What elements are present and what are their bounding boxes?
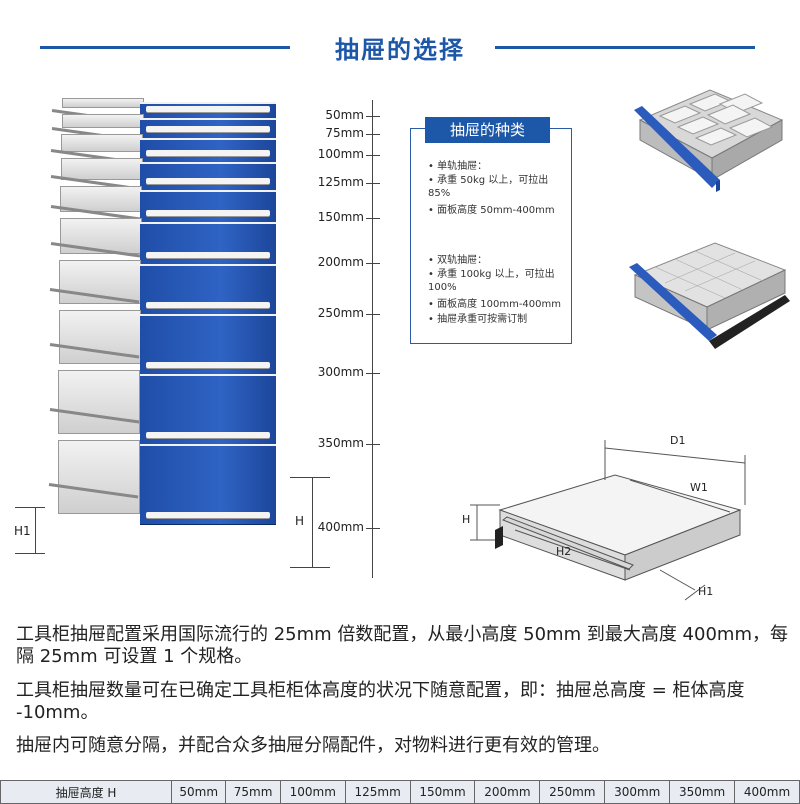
drawer-handle (146, 432, 270, 438)
scale-label: 150mm (317, 210, 364, 224)
drawer-front (140, 118, 276, 139)
drawer-front (140, 222, 276, 265)
drawer-side (60, 158, 143, 180)
scale-label: 300mm (317, 365, 364, 379)
table-cell: 250mm (539, 780, 606, 804)
drawer-side (61, 114, 144, 128)
single-rail-title: • 单轨抽屉： (428, 161, 488, 172)
diagram-d1-label: D1 (670, 434, 686, 447)
scale-label: 250mm (317, 306, 364, 320)
drawer-front (140, 162, 276, 191)
drawer-front (140, 102, 276, 119)
drawer-types-heading: 抽屉的种类 (425, 117, 550, 143)
scale-label: 350mm (317, 436, 364, 450)
scale-tick (366, 263, 380, 264)
table-cell: 400mm (734, 780, 800, 804)
scale-label: 75mm (325, 126, 364, 140)
scale-label: 125mm (317, 175, 364, 189)
table-cell: 125mm (344, 780, 411, 804)
scale-tick (366, 183, 380, 184)
title-rule-left (40, 46, 290, 49)
drawer-handle (146, 512, 270, 518)
drawer-front (140, 138, 276, 163)
page-title: 抽屉的选择 (335, 36, 465, 64)
height-scale: 50mm 75mm 100mm 125mm 150mm 200mm 250mm 300mm 35… (300, 90, 400, 600)
double-rail-title: • 双轨抽屉： (428, 255, 488, 266)
diagram-w1-label: W1 (690, 481, 708, 494)
double-rail-custom: • 抽屉承重可按需订制 (428, 314, 528, 325)
scale-tick (366, 314, 380, 315)
scale-axis (372, 100, 373, 578)
drawer-handle (146, 252, 270, 258)
diagram-h2-label: H2 (556, 545, 572, 558)
paragraph-divider-note: 抽屉内可随意分隔，并配合众多抽屉分隔配件，对物料进行更有效的管理。 (16, 735, 610, 756)
scale-label: 200mm (317, 255, 364, 269)
drawer-front (140, 374, 276, 445)
double-rail-height: • 面板高度 100mm-400mm (428, 299, 562, 310)
single-rail-height: • 面板高度 50mm-400mm (428, 205, 555, 216)
scale-tick (366, 444, 380, 445)
scale-label: 400mm (317, 520, 364, 534)
table-cell: 100mm (279, 780, 346, 804)
h1-label: H1 (14, 524, 31, 538)
table-cell: 200mm (474, 780, 541, 804)
scale-label: 100mm (317, 147, 364, 161)
drawer-side (57, 440, 140, 514)
drawer-side (61, 134, 143, 152)
scale-label: 50mm (325, 108, 364, 122)
drawer-handle (146, 150, 270, 156)
diagram-h1-label: H1 (698, 585, 714, 598)
h-label: H (295, 514, 305, 528)
scale-tick (366, 116, 380, 117)
drawer-handle (146, 362, 270, 368)
diagram-h-label: H (462, 513, 471, 526)
drawer-side (58, 370, 140, 434)
table-cell: 150mm (409, 780, 476, 804)
scale-tick (366, 373, 380, 374)
title-rule-right (495, 46, 755, 49)
table-header-cell: 抽屉高度 H (0, 780, 172, 804)
drawer-front (140, 444, 276, 525)
table-cell: 300mm (604, 780, 671, 804)
drawer-side (59, 260, 141, 304)
scale-tick (366, 218, 380, 219)
double-rail-load: • 承重 100kg 以上，可拉出 100% (428, 269, 555, 293)
drawer-cabinet-illustration (0, 80, 300, 610)
drawer-side (62, 98, 144, 108)
drawer-front (140, 190, 276, 223)
drawer-handle (146, 302, 270, 308)
drawer-handle (146, 126, 270, 132)
drawer-handle (146, 210, 270, 216)
single-rail-drawer-image (634, 89, 784, 192)
paragraph-quantity-rule: 工具柜抽屉数量可在已确定工具柜柜体高度的状况下随意配置，即：抽屉总高度 = 柜体… (16, 680, 745, 723)
paragraph-spec-rule: 工具柜抽屉配置采用国际流行的 25mm 倍数配置，从最小高度 50mm 到最大高… (16, 624, 788, 667)
table-cell: 350mm (669, 780, 736, 804)
scale-tick (366, 528, 380, 529)
double-rail-drawer-image (629, 242, 790, 349)
table-cell: 50mm (170, 780, 227, 804)
scale-tick (366, 134, 380, 135)
drawer-front (140, 264, 276, 315)
drawer-handle (146, 178, 270, 184)
drawer-front (140, 314, 276, 375)
scale-tick (366, 155, 380, 156)
single-rail-load: • 承重 50kg 以上，可拉出 85% (428, 175, 549, 199)
drawer-dimension-diagram (470, 440, 746, 601)
table-cell: 75mm (225, 780, 281, 804)
drawer-handle (146, 106, 270, 112)
